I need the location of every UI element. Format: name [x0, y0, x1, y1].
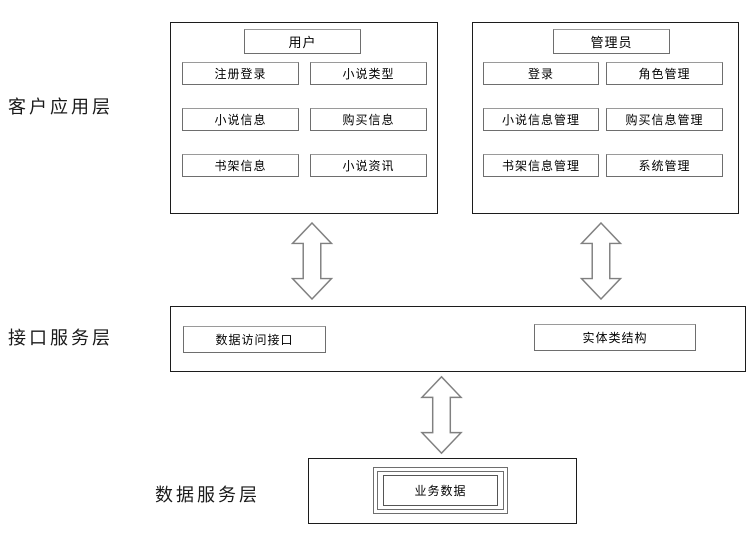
- interface-item-entity-class: 实体类结构: [534, 324, 696, 351]
- business-data-nested-frame: 业务数据: [373, 467, 508, 514]
- business-data-inner-frame: 业务数据: [377, 471, 504, 510]
- admin-item-novel-info-mgmt: 小说信息管理: [483, 108, 599, 131]
- user-item-register-login: 注册登录: [182, 62, 299, 85]
- admin-panel: 管理员 登录 角色管理 小说信息管理 购买信息管理 书架信息管理 系统管理: [472, 22, 739, 214]
- client-layer-label: 客户应用层: [8, 97, 113, 117]
- admin-item-purchase-info-mgmt: 购买信息管理: [606, 108, 723, 131]
- user-item-novel-info: 小说信息: [182, 108, 299, 131]
- user-panel-title: 用户: [244, 29, 361, 54]
- interface-item-data-access: 数据访问接口: [183, 326, 326, 353]
- admin-panel-title: 管理员: [553, 29, 670, 54]
- interface-layer-panel: 数据访问接口 实体类结构: [170, 306, 746, 372]
- data-layer-panel: 业务数据: [308, 458, 577, 524]
- vertical-double-arrow-icon: [290, 222, 334, 300]
- admin-item-login: 登录: [483, 62, 599, 85]
- user-item-purchase-info: 购买信息: [310, 108, 427, 131]
- user-item-bookshelf-info: 书架信息: [182, 154, 299, 177]
- vertical-double-arrow-icon: [579, 222, 623, 300]
- admin-item-bookshelf-info-mgmt: 书架信息管理: [483, 154, 599, 177]
- admin-item-system-mgmt: 系统管理: [606, 154, 723, 177]
- vertical-double-arrow-icon: [420, 375, 463, 455]
- data-layer-label: 数据服务层: [155, 485, 260, 505]
- business-data-box: 业务数据: [383, 475, 498, 506]
- user-panel: 用户 注册登录 小说类型 小说信息 购买信息 书架信息 小说资讯: [170, 22, 438, 214]
- interface-layer-label: 接口服务层: [8, 328, 113, 348]
- user-item-novel-news: 小说资讯: [310, 154, 427, 177]
- user-item-novel-type: 小说类型: [310, 62, 427, 85]
- admin-item-role-mgmt: 角色管理: [606, 62, 723, 85]
